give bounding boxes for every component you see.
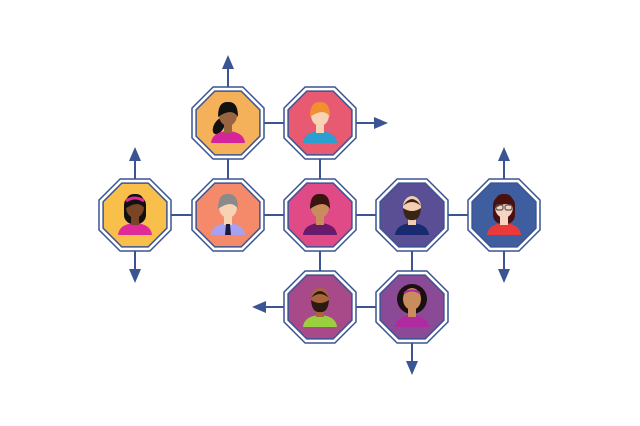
shirt (303, 131, 337, 143)
person-node-man-green-shirt (283, 270, 357, 344)
hair-top (310, 101, 330, 117)
arrowhead-up-icon (129, 147, 141, 161)
hair-top (218, 101, 238, 117)
person-node-man-ginger (283, 86, 357, 160)
neck (224, 123, 232, 133)
beard (403, 208, 421, 221)
avatar-man-grey-icon (211, 193, 245, 235)
face (403, 288, 421, 310)
neck (500, 215, 508, 225)
headband (125, 196, 145, 203)
hair-top (310, 193, 330, 209)
shirt (395, 315, 429, 327)
person-node-woman-short-hair (283, 178, 357, 252)
person-node-man-grey (191, 178, 265, 252)
avatar-woman-ponytail-icon (211, 101, 245, 143)
neck (316, 123, 324, 133)
arrowhead-up-icon (222, 55, 234, 69)
glasses-left (495, 204, 504, 211)
arrowhead-right-icon (374, 117, 388, 129)
shirt (118, 223, 152, 235)
arrowhead-down-icon (406, 361, 418, 375)
avatar-woman-glasses-icon (487, 193, 521, 235)
neck (408, 307, 416, 317)
headband (403, 289, 421, 294)
shirt (395, 223, 429, 235)
arrowhead-down-icon (129, 269, 141, 283)
person-node-woman-afro (375, 270, 449, 344)
hair-top (311, 291, 329, 298)
avatar-woman-afro-icon (395, 284, 429, 327)
avatar-man-green-shirt-icon (303, 288, 337, 327)
avatar-man-beard-icon (395, 196, 429, 235)
hair-top (218, 193, 238, 209)
tie (225, 224, 231, 235)
person-node-woman-ponytail (191, 86, 265, 160)
arrowhead-down-icon (498, 269, 510, 283)
shirt (211, 131, 245, 143)
person-node-man-beard (375, 178, 449, 252)
arrowhead-up-icon (498, 147, 510, 161)
beard (311, 300, 329, 313)
avatar-man-ginger-icon (303, 101, 337, 143)
avatar-woman-short-hair-icon (303, 193, 337, 235)
person-node-woman-headband (98, 178, 172, 252)
hair-top (403, 199, 421, 206)
shirt (303, 315, 337, 327)
shirt (303, 223, 337, 235)
person-node-woman-glasses (467, 178, 541, 252)
shirt (487, 223, 521, 235)
avatar-woman-headband-icon (118, 193, 152, 235)
glasses-right (504, 204, 513, 211)
neck (131, 215, 139, 225)
arrowhead-left-icon (252, 301, 266, 313)
neck (316, 215, 324, 225)
neck (224, 215, 232, 225)
